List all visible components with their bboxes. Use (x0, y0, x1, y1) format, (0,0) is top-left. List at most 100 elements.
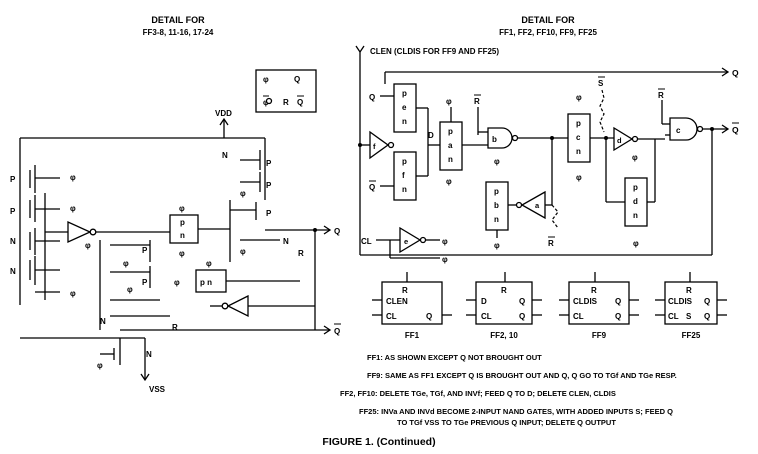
qbar-in-label: Q (369, 183, 375, 192)
pfn-f: f (402, 171, 405, 180)
cl-phibar: φ (442, 255, 448, 264)
pn2-phi: φ (174, 278, 180, 287)
ff1-name: FF1 (405, 331, 420, 340)
pen-p: p (402, 89, 407, 98)
p-label-top-1: P (266, 159, 272, 168)
inv-d-label: d (617, 136, 622, 145)
rbar-3: R (658, 91, 664, 100)
pn1-n: n (180, 231, 185, 240)
nand-c-label: c (676, 126, 681, 135)
p-label-mid-1: P (142, 246, 148, 255)
left-detail-title: DETAIL FOR (151, 15, 205, 25)
left-inverter-1 (67, 220, 92, 244)
p-label-mid-2: P (142, 278, 148, 287)
ff2-name: FF2, 10 (490, 331, 518, 340)
left-out-qbar: Q (334, 327, 340, 336)
rbar-2: R (548, 239, 554, 248)
pan-n: n (448, 155, 453, 164)
inv-e (399, 226, 422, 254)
phi-inv-label: φ (85, 241, 91, 250)
pn2-phibar: φ (206, 259, 212, 268)
pdn-phibar: φ (633, 239, 639, 248)
phibar-left-1: φ (70, 173, 76, 182)
ff2-pin-q: Q (519, 297, 525, 306)
left-detail: DETAIL FOR FF3-8, 11-16, 17-24 φ Q φ R Q… (10, 15, 341, 394)
sbar-label: S (598, 79, 604, 88)
pan-p: p (448, 127, 453, 136)
p-label-right: P (266, 209, 272, 218)
inv-d (613, 126, 634, 152)
ff25-pin-sbar: S (686, 312, 692, 321)
pfn-n: n (402, 185, 407, 194)
phibar-bottom: φ (97, 361, 103, 370)
right-detail-title: DETAIL FOR (521, 15, 575, 25)
ff25-name: FF25 (682, 331, 701, 340)
pen-e: e (402, 103, 407, 112)
n-label-right: N (283, 237, 289, 246)
phi-left-2: φ (70, 289, 76, 298)
notes: FF1: AS SHOWN EXCEPT Q NOT BROUGHT OUT F… (340, 353, 677, 427)
ff9-pin-cldis: CLDIS (573, 297, 598, 306)
n-label-left-2: N (10, 267, 16, 276)
block-ff2-10: R D Q CL Q FF2, 10 (466, 272, 542, 340)
figure-title: FIGURE 1. (Continued) (322, 436, 435, 448)
note-ff25-cont: TO TGf VSS TO TGe PREVIOUS Q INPUT; DELE… (397, 418, 616, 427)
n-label-left-1: N (10, 237, 16, 246)
p-label-top-2: P (266, 181, 272, 190)
left-out-q: Q (334, 227, 340, 236)
invd-phi: φ (632, 153, 638, 162)
note-ff1: FF1: AS SHOWN EXCEPT Q NOT BROUGHT OUT (367, 353, 542, 362)
pbn-phibar: φ (494, 241, 500, 250)
inv-e-label: e (404, 237, 408, 246)
ff-blocks: R CLEN CL Q FF1 R D Q CL Q FF2, 10 (372, 272, 727, 340)
mini-q-label: Q (294, 75, 300, 84)
pn1-phibar: φ (179, 249, 185, 258)
ff1-pin-r: R (402, 286, 408, 295)
nand-b-label: b (492, 135, 497, 144)
pcn-phibar: φ (576, 173, 582, 182)
phi-left-1: φ (70, 204, 76, 213)
ff1-pin-clen: CLEN (386, 297, 408, 306)
left-detail-subtitle: FF3-8, 11-16, 17-24 (143, 28, 214, 37)
pdn-d: d (633, 197, 638, 206)
right-out-qbar: Q (732, 125, 739, 135)
ff2-pin-cl: CL (481, 312, 492, 321)
cl-label: CL (361, 237, 372, 246)
pdn-n: n (633, 211, 638, 220)
ff1-pin-cl: CL (386, 312, 397, 321)
pn1-p: p (180, 218, 185, 227)
pan-a: a (448, 141, 453, 150)
rbar-1: R (474, 97, 480, 106)
mini-qbar-label: Q (297, 98, 303, 107)
mini-phi-label: φ (263, 75, 269, 84)
mini-r-label: R (283, 98, 289, 107)
inv-a-label: a (535, 201, 540, 210)
ff9-name: FF9 (592, 331, 607, 340)
pbn-n: n (494, 215, 499, 224)
pbn-p: p (494, 187, 499, 196)
ff9-pin-r: R (591, 286, 597, 295)
left-mini-ff-symbol: φ Q φ R Q (255, 69, 317, 113)
pn1-phi: φ (179, 204, 185, 213)
ff25-pin-cl: CL (668, 312, 679, 321)
d-label: D (428, 131, 434, 140)
ff1-pin-qbar: Q (426, 312, 432, 321)
clen-note: CLEN (CLDIS FOR FF9 AND FF25) (370, 47, 499, 56)
block-ff1: R CLEN CL Q FF1 (372, 272, 452, 340)
block-ff9: R CLDIS Q CL Q FF9 (559, 272, 639, 340)
ff25-pin-r: R (686, 286, 692, 295)
phi-mid-1: φ (127, 285, 133, 294)
right-out-q: Q (732, 68, 739, 78)
p-label-left-1: P (10, 175, 16, 184)
r-label-right: R (298, 249, 304, 258)
pn2-label: p n (200, 278, 212, 287)
mini-phibar-label: φ (263, 98, 269, 107)
pcn-n: n (576, 147, 581, 156)
pbn-b: b (494, 201, 499, 210)
vdd-label: VDD (215, 109, 232, 118)
phibar-mid-1: φ (123, 259, 129, 268)
pbn-phi: φ (494, 157, 500, 166)
pcn-c: c (576, 133, 581, 142)
n-label-mid-1: N (100, 317, 106, 326)
